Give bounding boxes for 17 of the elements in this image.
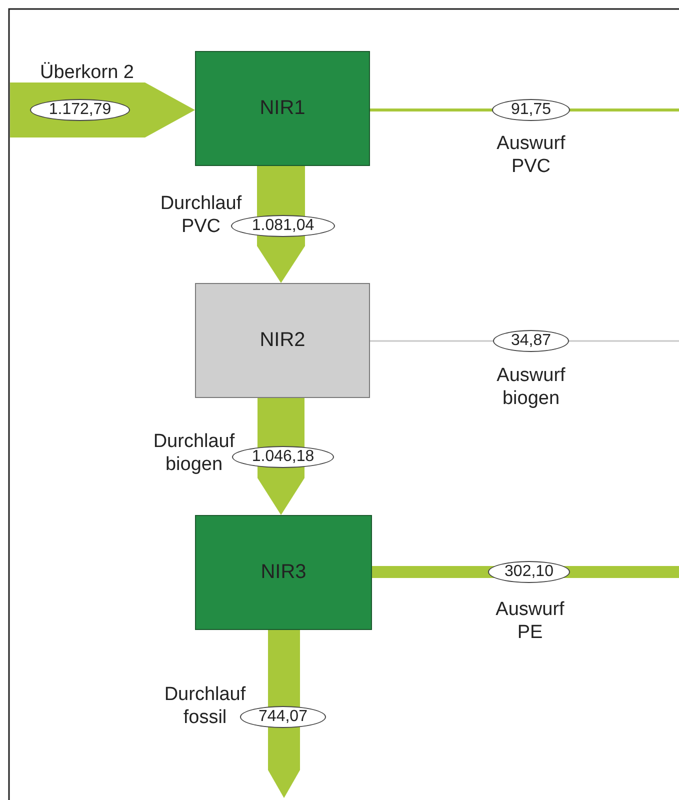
process-box: NIR1 — [195, 51, 370, 166]
flow-arrow — [10, 82, 195, 138]
flow-name: Überkorn 2 — [40, 61, 135, 84]
edge-label: 744,07 — [240, 706, 326, 728]
flow-name: Auswurf biogen — [496, 364, 566, 410]
flow-arrow — [268, 630, 300, 798]
edge-label: 1.046,18 — [232, 446, 334, 468]
edge-label: 302,10 — [488, 561, 570, 583]
flow-arrow — [257, 166, 305, 283]
edge-label: 1.081,04 — [231, 215, 335, 237]
process-box: NIR2 — [195, 283, 370, 398]
flow-name: Auswurf PE — [494, 598, 566, 644]
flow-arrow — [258, 398, 304, 515]
process-box: NIR3 — [195, 515, 372, 630]
edge-label: 91,75 — [492, 99, 570, 121]
flow-name: Auswurf PVC — [496, 132, 566, 178]
edge-label: 34,87 — [493, 330, 569, 352]
